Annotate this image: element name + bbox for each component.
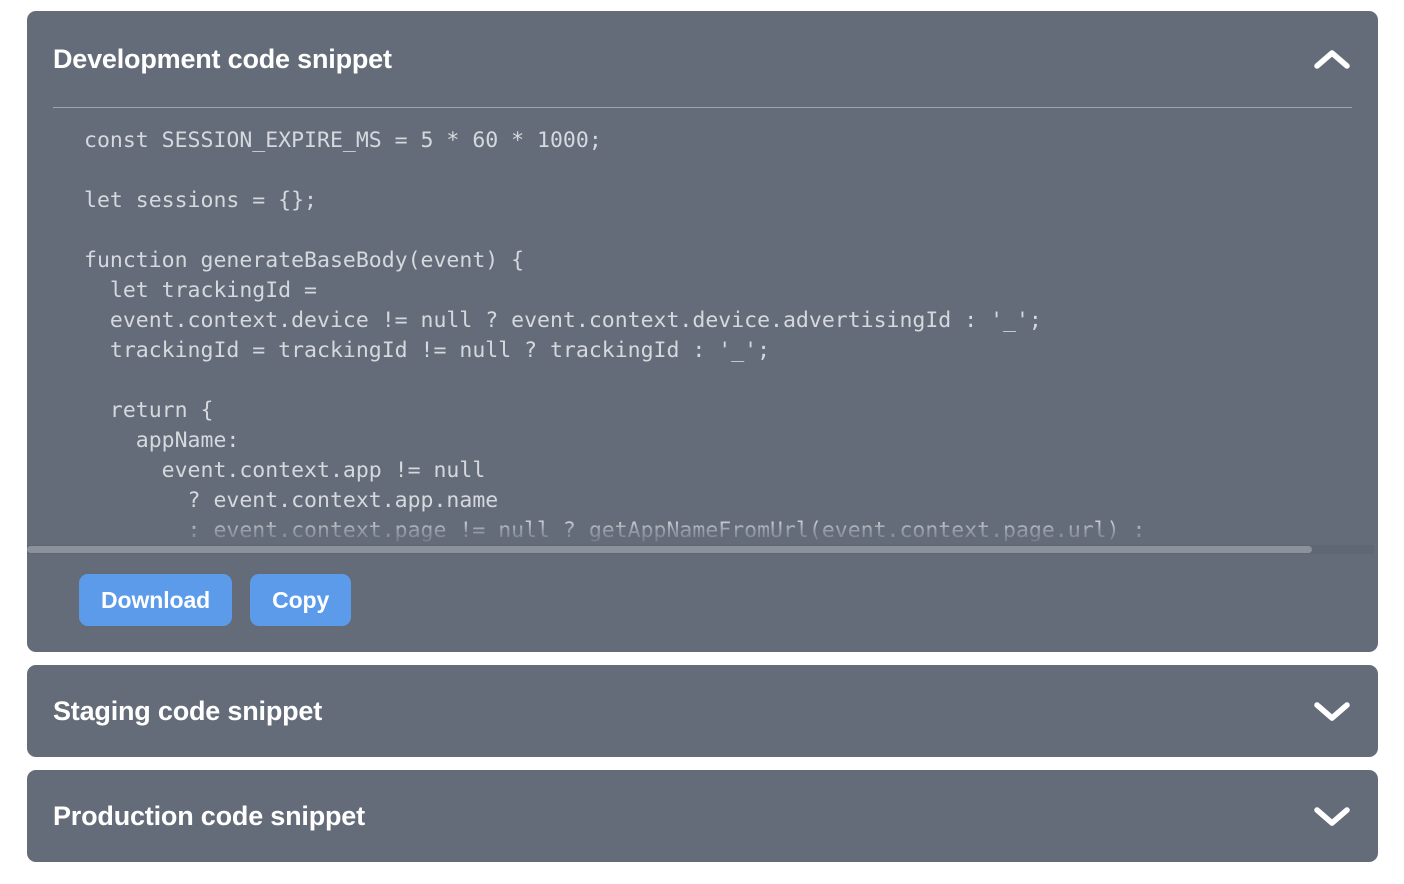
download-button[interactable]: Download — [79, 574, 233, 626]
code-block-development: const SESSION_EXPIRE_MS = 5 * 60 * 1000;… — [84, 128, 1146, 543]
panel-header-production[interactable]: Production code snippet — [27, 770, 1378, 862]
chevron-down-icon[interactable] — [1310, 794, 1354, 838]
panel-header-staging[interactable]: Staging code snippet — [27, 665, 1378, 757]
panel-divider — [53, 107, 1352, 108]
panel-title-development: Development code snippet — [53, 43, 392, 74]
code-horizontal-scrollbar[interactable] — [27, 545, 1374, 554]
panel-title-production: Production code snippet — [53, 800, 365, 831]
panel-development: Development code snippet const SESSION_E… — [27, 11, 1378, 652]
code-scroll-area[interactable]: const SESSION_EXPIRE_MS = 5 * 60 * 1000;… — [27, 108, 1374, 554]
panel-production: Production code snippet — [27, 770, 1378, 862]
code-actions: Download Copy — [27, 554, 1378, 652]
panel-staging: Staging code snippet — [27, 665, 1378, 757]
panel-body-development: const SESSION_EXPIRE_MS = 5 * 60 * 1000;… — [27, 108, 1378, 652]
copy-button[interactable]: Copy — [250, 574, 352, 626]
chevron-up-icon[interactable] — [1310, 37, 1354, 81]
panel-header-development[interactable]: Development code snippet — [27, 11, 1378, 107]
code-horizontal-scrollbar-thumb[interactable] — [27, 546, 1312, 553]
chevron-down-icon[interactable] — [1310, 689, 1354, 733]
code-viewport[interactable]: const SESSION_EXPIRE_MS = 5 * 60 * 1000;… — [27, 108, 1374, 554]
panel-title-staging: Staging code snippet — [53, 695, 323, 726]
